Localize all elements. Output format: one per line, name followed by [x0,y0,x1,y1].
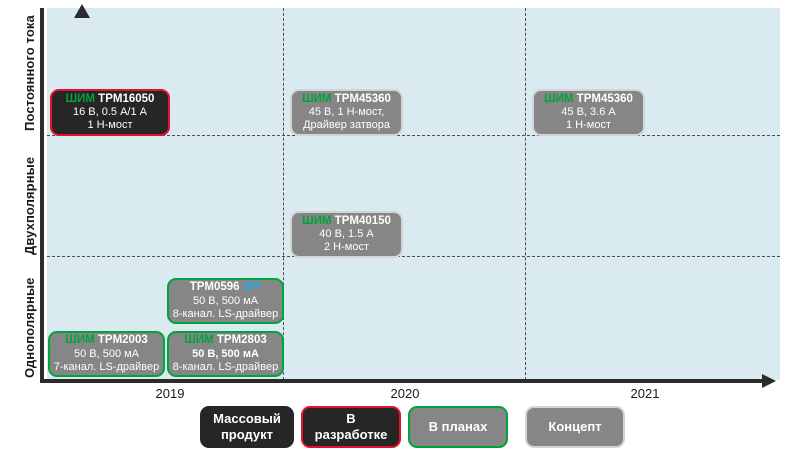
product-tag-pwm: ШИМ [184,334,214,347]
product-name: TPM0596 [189,281,240,294]
product-spec-line-1: 50 В, 500 мА [192,294,259,307]
x-axis-tick-2021: 2021 [630,386,660,401]
legend-item-mass-product[interactable]: Массовый продукт [200,406,294,448]
product-spec-line-1: 45 В, 1 Н-мост, [308,106,385,119]
product-spec-line-2: 8-канал. LS-драйвер [172,307,279,320]
product-node-tpm45360-gate-driver[interactable]: ШИМ TPM45360 45 В, 1 Н-мост, Драйвер зат… [290,89,403,136]
product-name: TPM45360 [576,92,633,105]
y-axis-line [40,4,90,383]
product-node-title: ШИМ TPM2803 [184,334,266,348]
product-node-tpm45360-36a[interactable]: ШИМ TPM45360 45 В, 3.6 А 1 Н-мост [532,89,645,136]
product-tag-pwm: ШИМ [65,92,95,105]
product-node-tpm40150[interactable]: ШИМ TPM40150 40 В, 1.5 А 2 Н-мост [290,211,403,258]
product-spec-line-1: 45 В, 3.6 А [561,106,616,119]
product-node-tpm0596[interactable]: TPM0596 SPI 50 В, 500 мА 8-канал. LS-дра… [167,278,284,324]
product-node-title: ШИМ TPM45360 [302,93,391,107]
product-spec-line-2: 2 Н-мост [324,241,369,254]
y-axis-label-unipolar: Однополярные [22,277,37,378]
product-tag-pwm: ШИМ [544,92,574,105]
x-axis-tick-2019: 2019 [155,386,185,401]
product-node-title: ШИМ TPM16050 [66,93,155,107]
product-spec-line-1: 16 В, 0.5 А/1 А [73,106,147,119]
y-axis-label-bipolar: Двухполярные [22,156,37,255]
product-tag-pwm: ШИМ [302,214,332,227]
product-node-tpm2003[interactable]: ШИМ TPM2003 50 В, 500 мА 7-канал. LS-дра… [48,331,165,377]
product-tag-pwm: ШИМ [65,334,95,347]
y-axis-arrow-icon [74,4,90,18]
product-name: TPM45360 [334,92,391,105]
gridline-horizontal-dc-bipolar [47,135,780,136]
legend-item-planned[interactable]: В планах [408,406,508,448]
product-node-title: ШИМ TPM45360 [544,93,633,107]
product-spec-line-2: 1 Н-мост [87,119,133,132]
product-spec-line-2: Драйвер затвора [303,119,390,132]
gridline-vertical-2019-2020 [283,8,284,380]
product-tag-spi: SPI [242,281,262,294]
product-node-tpm2803[interactable]: ШИМ TPM2803 50 В, 500 мА 8-канал. LS-дра… [167,331,284,377]
product-spec-line-2: 1 Н-мост [566,119,611,132]
x-axis-arrow-icon [762,374,776,388]
product-tag-pwm: ШИМ [302,92,332,105]
product-spec-line-1: 50 В, 500 мА [73,347,140,360]
product-spec-line-1: 50 В, 500 мА [192,347,259,360]
product-spec-line-2: 7-канал. LS-драйвер [53,360,160,373]
y-axis-label-dc: Постоянного тока [22,15,37,131]
plot-area-background [47,8,780,380]
legend-item-concept[interactable]: Концепт [525,406,625,448]
legend-item-in-development[interactable]: В разработке [301,406,401,448]
product-node-title: ШИМ TPM2003 [65,334,147,348]
product-name: TPM40150 [334,214,391,227]
product-name: TPM16050 [98,92,155,105]
product-name: TPM2003 [97,334,148,347]
gridline-vertical-2020-2021 [525,8,526,380]
legend: Массовый продукт В разработке В планах К… [0,406,790,454]
product-node-title: ШИМ TPM40150 [302,215,391,229]
x-axis-tick-2020: 2020 [390,386,420,401]
gridline-horizontal-bipolar-unipolar [47,256,780,257]
x-axis-line [40,379,768,383]
product-spec-line-2: 8-канал. LS-драйвер [172,360,279,373]
product-node-tpm16050[interactable]: ШИМ TPM16050 16 В, 0.5 А/1 А 1 Н-мост [50,89,170,136]
product-name: TPM2803 [216,334,267,347]
product-node-title: TPM0596 SPI [190,281,262,295]
product-spec-line-1: 40 В, 1.5 А [319,228,374,241]
